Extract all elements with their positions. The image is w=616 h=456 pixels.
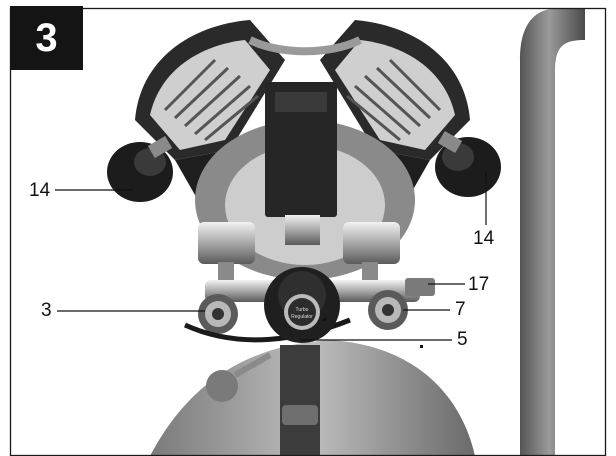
handle-tube — [520, 8, 585, 456]
left-coupler — [198, 294, 238, 334]
leader-lines — [55, 172, 487, 341]
regulator-text-2: Regulator — [291, 314, 313, 320]
pressure-switch — [265, 82, 337, 217]
regulator-text-1: Turbo — [296, 307, 309, 313]
callout-17: 17 — [468, 274, 490, 295]
right-gauge — [343, 222, 400, 284]
left-knob — [107, 135, 173, 202]
callout-7: 7 — [455, 299, 466, 320]
right-coupler — [368, 290, 408, 330]
figure-number: 3 — [35, 16, 58, 60]
figure-number-badge: 3 — [10, 6, 83, 70]
center-pipe — [280, 345, 320, 456]
left-gauge — [198, 222, 255, 284]
regulator-knob: Turbo Regulator — [264, 267, 340, 343]
callout-5: 5 — [457, 329, 468, 350]
callout-14-right: 14 — [473, 228, 495, 249]
callout-14-left: 14 — [29, 180, 51, 201]
fitting — [405, 278, 435, 296]
right-knob — [435, 130, 501, 197]
callout-3: 3 — [41, 300, 52, 321]
